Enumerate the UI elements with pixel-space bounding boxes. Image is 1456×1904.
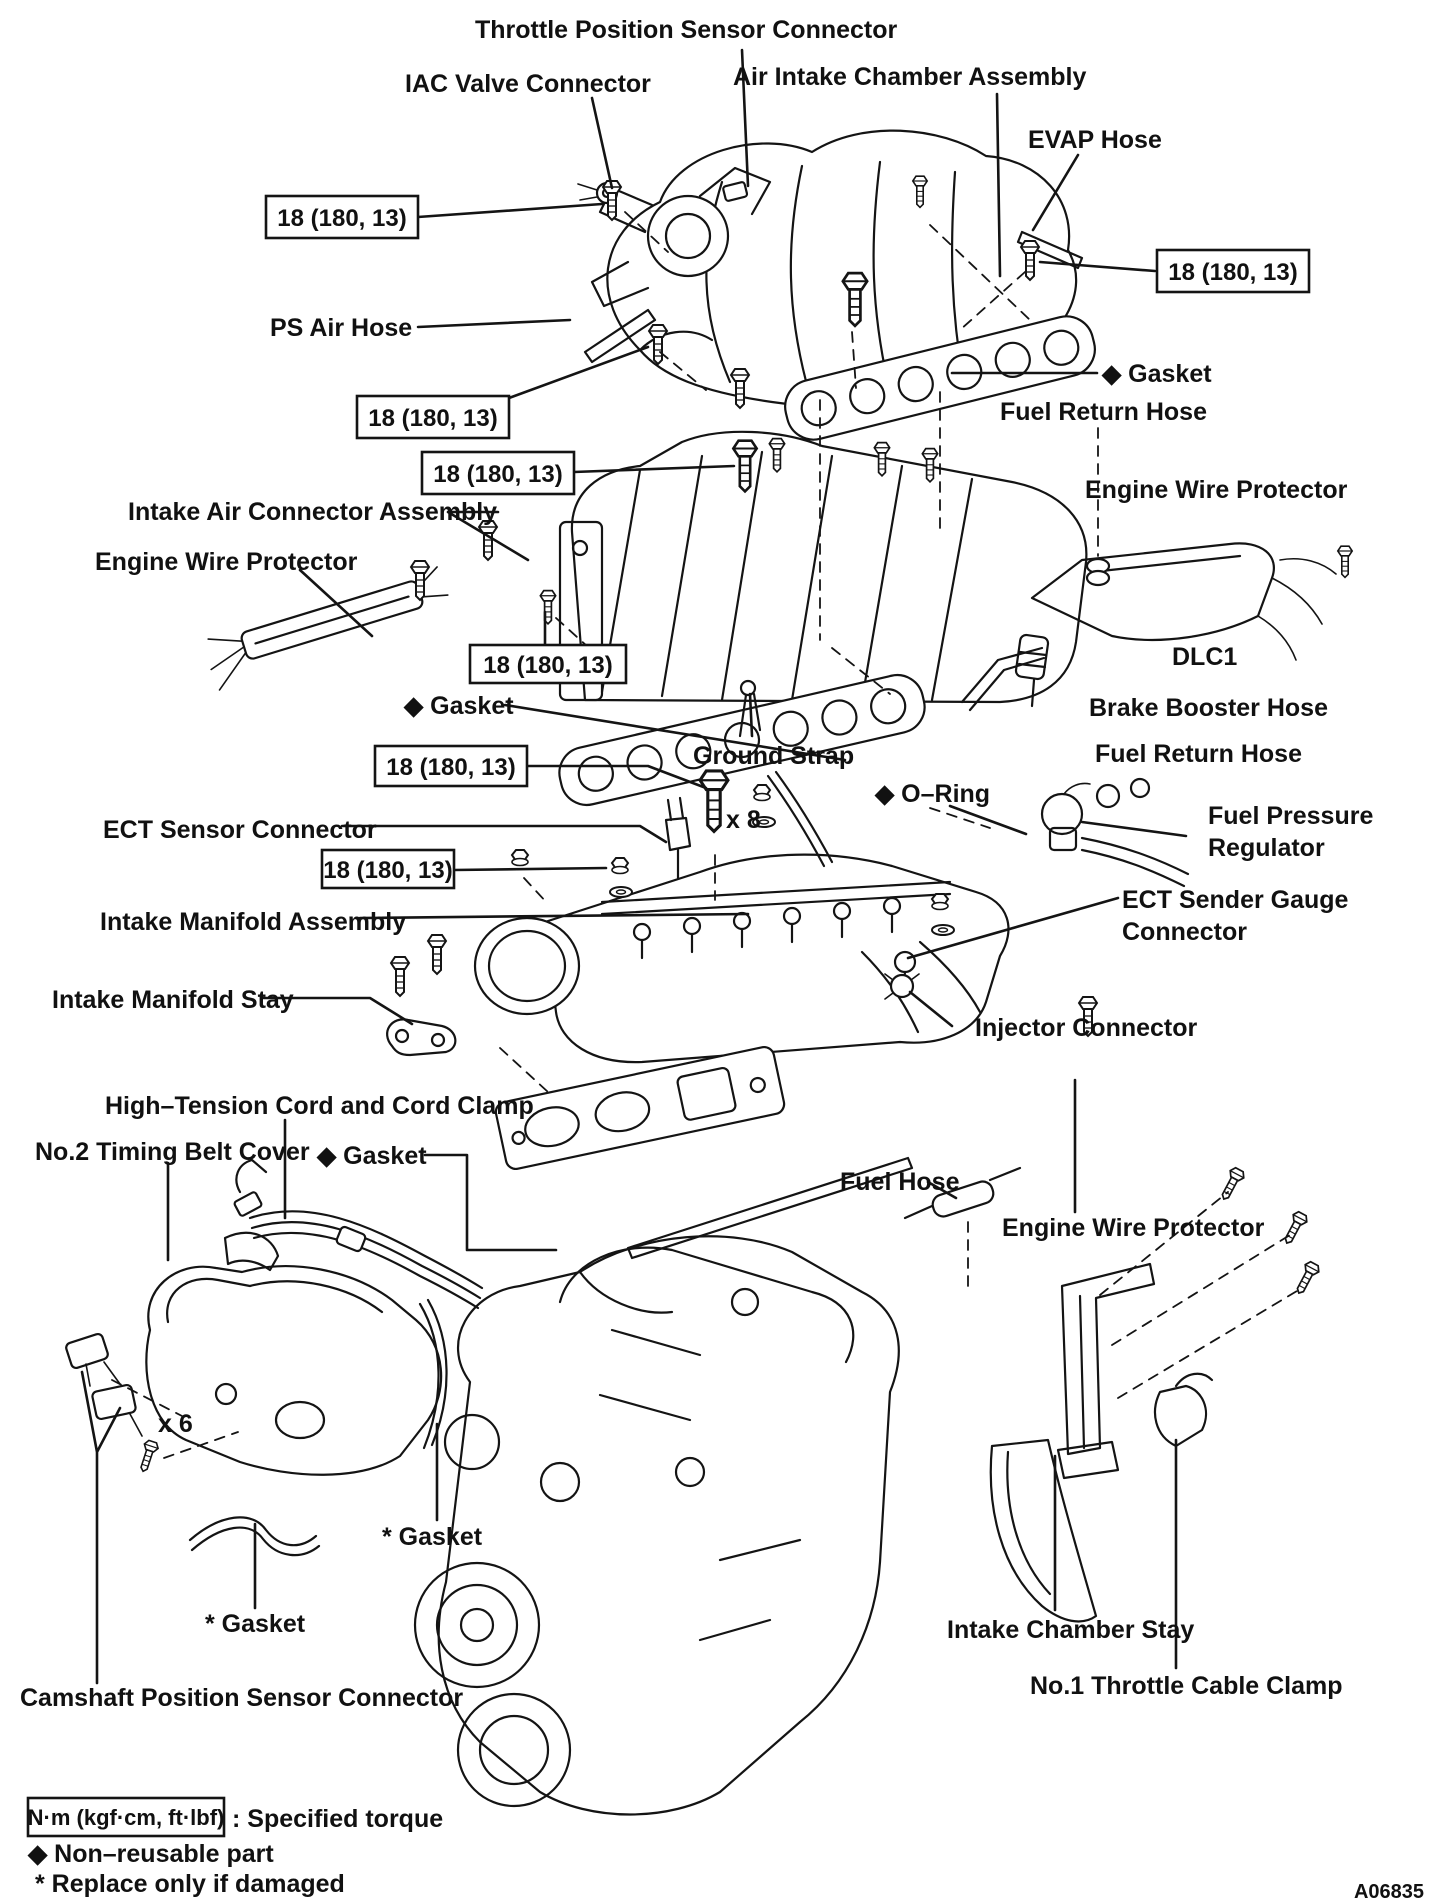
label-gasket-3: ◆ Gasket — [316, 1142, 427, 1170]
ect-sensor-connector-art — [664, 796, 692, 880]
label-ps-air-hose: PS Air Hose — [270, 314, 412, 342]
high-tension-cord-art — [233, 1158, 484, 1310]
label-no2-timing-belt-cover: No.2 Timing Belt Cover — [35, 1138, 310, 1166]
label-camshaft-position-sensor-connector: Camshaft Position Sensor Connector — [20, 1684, 463, 1712]
label-high-tension-cord: High–Tension Cord and Cord Clamp — [105, 1092, 534, 1120]
torque-value: 18 (180, 13) — [386, 754, 515, 781]
camshaft-sensor-connector-art — [65, 1332, 143, 1437]
torque-boxes: 18 (180, 13) 18 (180, 13) 18 (180, 13) 1… — [264, 194, 1311, 890]
figure-code: A06835 — [1354, 1881, 1424, 1903]
ground-strap-art — [738, 679, 762, 738]
label-gasket-2: ◆ Gasket — [403, 692, 514, 720]
legend-non-reusable: ◆ Non–reusable part — [27, 1840, 274, 1868]
label-iac-valve-connector: IAC Valve Connector — [405, 70, 651, 98]
label-star-gasket-bottom: * Gasket — [205, 1610, 306, 1638]
label-star-gasket-right: * Gasket — [382, 1523, 483, 1551]
label-throttle-position-sensor-connector: Throttle Position Sensor Connector — [475, 16, 898, 44]
legend-torque-units: N·m (kgf·cm, ft·lbf) — [28, 1805, 225, 1830]
torque-box-3: 18 (180, 13) — [355, 394, 511, 440]
label-evap-hose: EVAP Hose — [1028, 126, 1162, 154]
timing-belt-cover-art — [145, 1231, 448, 1557]
label-intake-chamber-stay: Intake Chamber Stay — [947, 1616, 1194, 1644]
air-intake-chamber-art — [577, 129, 1084, 408]
label-brake-booster-hose: Brake Booster Hose — [1089, 694, 1328, 722]
seal-rod-art — [626, 1156, 914, 1260]
middle-gasket-art — [558, 673, 926, 807]
injector-connector-art — [884, 973, 920, 1000]
label-no1-throttle-cable-clamp: No.1 Throttle Cable Clamp — [1030, 1672, 1343, 1700]
legend-torque-box-outline — [26, 1796, 226, 1838]
lower-gasket-art — [494, 1045, 786, 1171]
torque-value: 18 (180, 13) — [433, 461, 562, 488]
brake-booster-hose-art — [960, 646, 1046, 712]
part-labels: Throttle Position Sensor Connector IAC V… — [20, 16, 1373, 1712]
torque-value: 18 (180, 13) — [277, 205, 406, 232]
label-gasket-1: ◆ Gasket — [1101, 360, 1212, 388]
label-dlc1: DLC1 — [1172, 643, 1237, 671]
label-fuel-pressure-regulator-2: Regulator — [1208, 834, 1325, 862]
label-intake-manifold-stay: Intake Manifold Stay — [52, 986, 294, 1014]
fuel-hose-art — [903, 1166, 1022, 1220]
label-fuel-return-hose-1: Fuel Return Hose — [1000, 398, 1207, 426]
torque-box-2: 18 (180, 13) — [1155, 248, 1311, 294]
torque-box-5: 18 (180, 13) — [468, 643, 628, 685]
label-x8: x 8 — [726, 806, 761, 834]
torque-value: 18 (180, 13) — [483, 652, 612, 679]
label-ect-sensor-connector: ECT Sensor Connector — [103, 816, 377, 844]
label-ect-sender-gauge-1: ECT Sender Gauge — [1122, 886, 1349, 914]
label-fuel-hose: Fuel Hose — [840, 1168, 960, 1196]
torque-box-6: 18 (180, 13) — [373, 744, 529, 788]
label-fuel-return-hose-2: Fuel Return Hose — [1095, 740, 1302, 768]
label-ect-sender-gauge-2: Connector — [1122, 918, 1247, 946]
torque-value: 18 (180, 13) — [1168, 259, 1297, 286]
intake-manifold-stay-art — [386, 1018, 457, 1057]
torque-box-7: 18 (180, 13) — [320, 848, 456, 890]
label-intake-manifold-assembly: Intake Manifold Assembly — [100, 908, 406, 936]
label-engine-wire-protector-left: Engine Wire Protector — [95, 548, 358, 576]
label-fuel-pressure-regulator-1: Fuel Pressure — [1208, 802, 1373, 830]
torque-value: 18 (180, 13) — [323, 857, 452, 884]
label-x6: x 6 — [158, 1410, 193, 1438]
right-wire-protector-art — [1030, 542, 1337, 661]
torque-value: 18 (180, 13) — [368, 405, 497, 432]
legend-torque-description: : Specified torque — [232, 1805, 443, 1833]
fuel-return-fitting-art — [1085, 557, 1111, 587]
assembly-dashes — [111, 211, 1303, 1459]
label-injector-connector: Injector Connector — [975, 1014, 1198, 1042]
label-ground-strap: Ground Strap — [693, 742, 854, 770]
upper-gasket-art — [784, 315, 1096, 441]
fuel-pressure-regulator-art — [1040, 777, 1190, 888]
label-o-ring: ◆ O–Ring — [874, 780, 990, 808]
leader-lines — [80, 48, 1188, 1685]
legend: N·m (kgf·cm, ft·lbf) : Specified torque … — [26, 1796, 1424, 1903]
label-intake-air-connector-assembly: Intake Air Connector Assembly — [128, 498, 497, 526]
engine-block-art — [413, 1235, 900, 1816]
right-bracket-art — [989, 1262, 1214, 1623]
dlc1-art — [1014, 633, 1050, 708]
intake-air-connector-art — [558, 430, 1088, 704]
label-engine-wire-protector-right: Engine Wire Protector — [1085, 476, 1348, 504]
torque-box-1: 18 (180, 13) — [264, 194, 420, 240]
label-air-intake-chamber-assembly: Air Intake Chamber Assembly — [733, 63, 1086, 91]
left-wire-protector-art — [207, 566, 449, 691]
legend-replace-if-damaged: * Replace only if damaged — [35, 1870, 345, 1898]
label-engine-wire-protector-bottom: Engine Wire Protector — [1002, 1214, 1265, 1242]
intake-manifold-art — [473, 770, 1010, 1064]
torque-box-4: 18 (180, 13) — [420, 450, 576, 496]
